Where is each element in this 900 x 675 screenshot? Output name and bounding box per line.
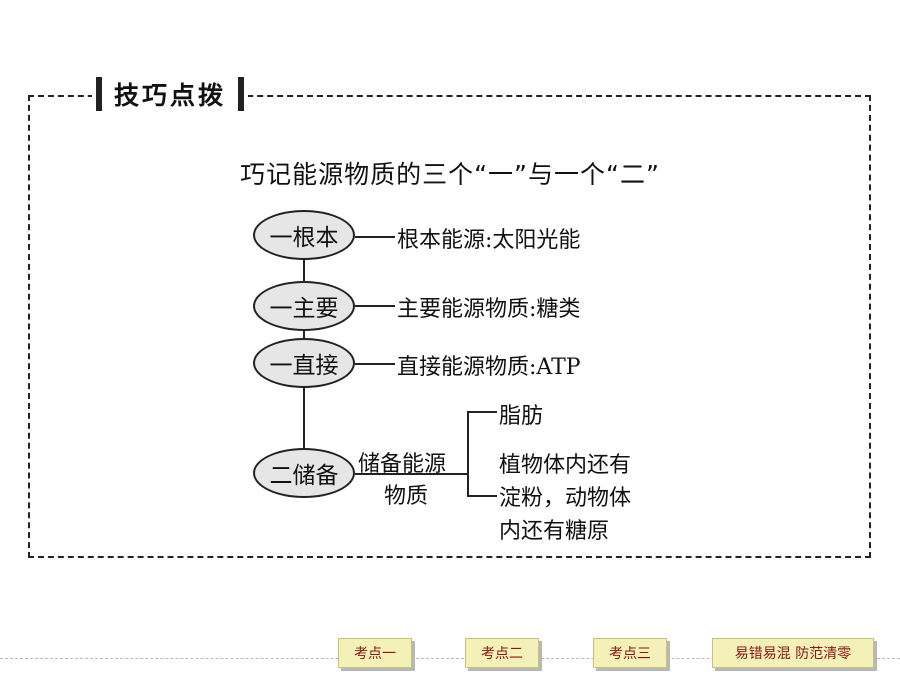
connector-main bbox=[355, 305, 395, 307]
connector-direct bbox=[355, 363, 395, 365]
node-root-desc: 根本能源:太阳光能 bbox=[397, 228, 581, 253]
node-direct: 一直接 bbox=[253, 338, 355, 388]
header-bar-right bbox=[238, 77, 245, 111]
node-root: 一根本 bbox=[253, 210, 355, 260]
branch-bracket bbox=[467, 411, 469, 496]
tip-frame bbox=[28, 95, 871, 558]
node-main-desc: 主要能源物质:糖类 bbox=[397, 297, 581, 322]
node-storage: 二储备 bbox=[253, 448, 355, 498]
connector-storage bbox=[355, 473, 467, 475]
section-header: 技巧点拨 bbox=[92, 76, 249, 112]
node-direct-label: 一直接 bbox=[269, 353, 339, 379]
nav-point-1-label: 考点一 bbox=[354, 646, 396, 662]
branch-fat: 脂肪 bbox=[499, 404, 544, 429]
connector-root bbox=[355, 236, 395, 238]
branch-plant-line3: 内还有糖原 bbox=[499, 519, 610, 544]
nav-errors-label: 易错易混 防范清零 bbox=[734, 646, 852, 662]
branch-bottom bbox=[467, 495, 497, 497]
node-main-label: 一主要 bbox=[269, 296, 339, 322]
branch-plant-line2: 淀粉，动物体 bbox=[499, 486, 632, 511]
section-title: 技巧点拨 bbox=[114, 81, 227, 110]
node-storage-desc-line1: 储备能源 bbox=[358, 452, 447, 477]
nav-point-3-label: 考点三 bbox=[609, 646, 651, 662]
nav-errors-button[interactable]: 易错易混 防范清零 bbox=[712, 638, 874, 668]
nav-point-3-button[interactable]: 考点三 bbox=[593, 638, 667, 668]
node-direct-desc: 直接能源物质:ATP bbox=[397, 355, 581, 380]
nav-point-2-button[interactable]: 考点二 bbox=[465, 638, 539, 668]
header-bar-left bbox=[96, 77, 102, 111]
nav-point-2-label: 考点二 bbox=[481, 646, 523, 662]
diagram-title: 巧记能源物质的三个“一”与一个“二” bbox=[240, 160, 660, 189]
node-storage-label: 二储备 bbox=[269, 463, 339, 489]
footer-divider bbox=[0, 658, 900, 659]
branch-top bbox=[467, 411, 497, 413]
node-storage-desc-line2: 物质 bbox=[384, 484, 429, 509]
branch-plant-line1: 植物体内还有 bbox=[499, 453, 632, 478]
node-main: 一主要 bbox=[253, 281, 355, 331]
nav-point-1-button[interactable]: 考点一 bbox=[338, 638, 412, 668]
node-root-label: 一根本 bbox=[269, 225, 339, 251]
